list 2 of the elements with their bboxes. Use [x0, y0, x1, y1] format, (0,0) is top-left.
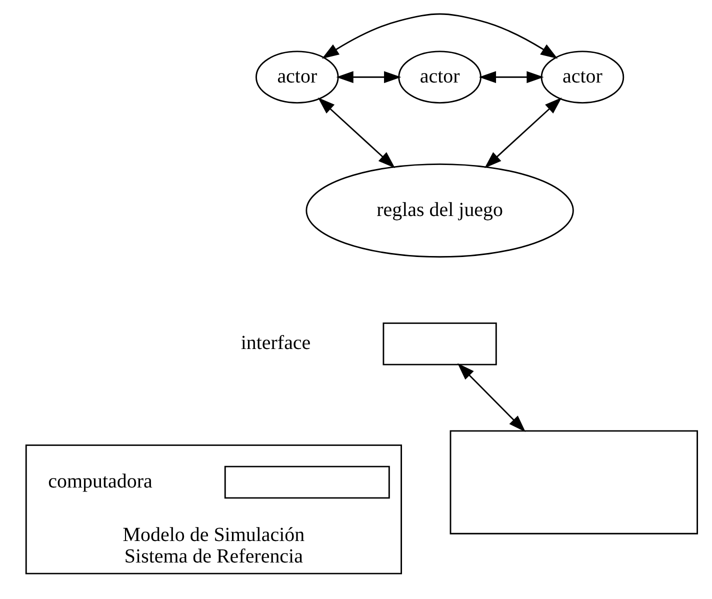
- node-label: computadora: [48, 470, 152, 493]
- node-label: interface: [240, 332, 311, 354]
